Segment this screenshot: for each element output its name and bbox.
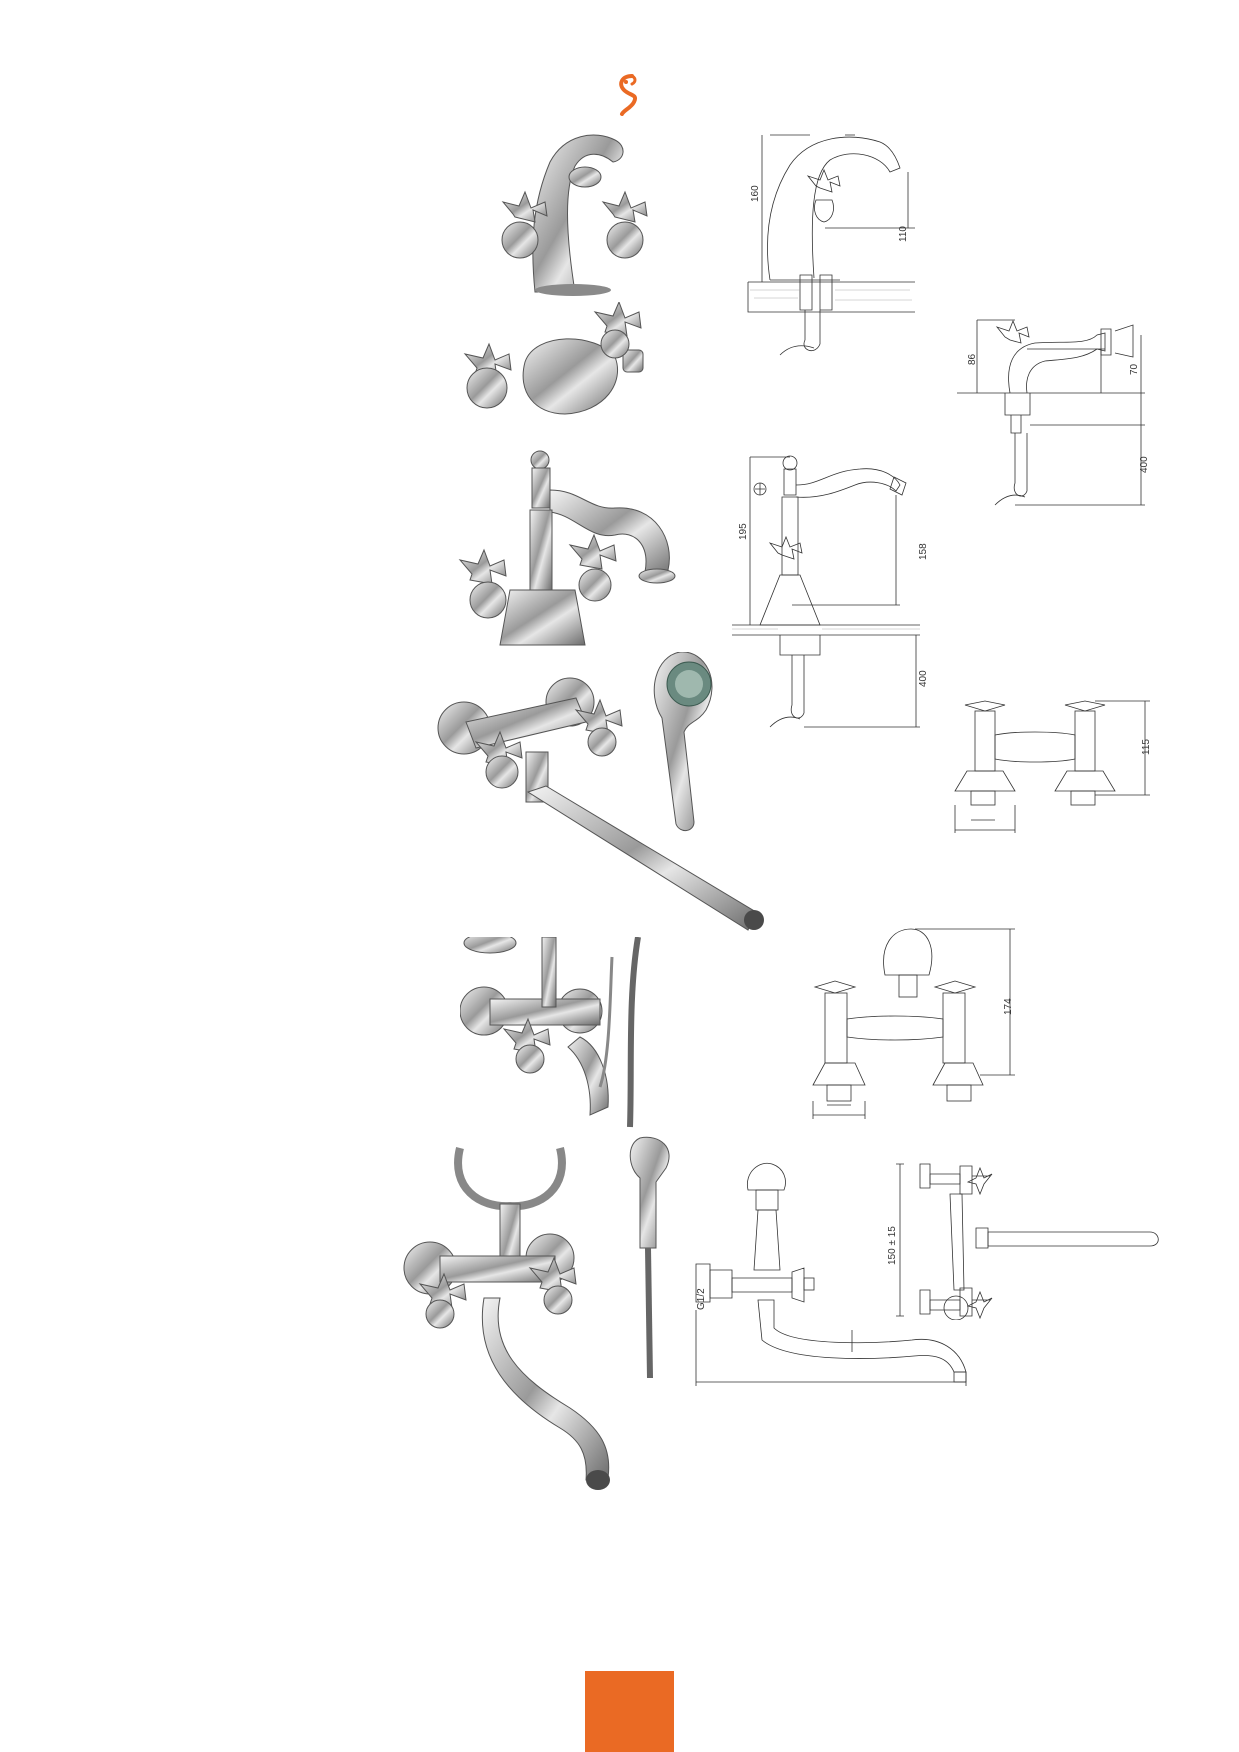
dimension-label: 150 ± 15 [887,1226,898,1265]
dimension-label: G1/2 [696,1288,707,1310]
technical-drawing-bidet-mixer: 86 70 400 [955,315,1155,515]
page-marker-block [585,1671,674,1752]
dimension-label: 110 [898,226,909,242]
dimension-label: 400 [918,670,929,687]
product-photo-basin-mixer [475,122,670,297]
product-photo-retro-mixer [450,450,685,655]
dimension-label: 115 [1141,739,1152,755]
dimension-label: 160 [750,185,761,202]
swirl-logo-icon [619,74,637,116]
technical-drawing-wall-mixer-front: 150 ± 15 [880,1160,1165,1320]
product-photo-wall-mixer-long-spout [436,652,766,934]
dimension-label: 195 [738,523,749,540]
dimension-label: 158 [918,543,929,560]
technical-drawing-wall-mixer-side: G1/2 [692,1160,972,1390]
dimension-label: 174 [1003,998,1014,1015]
product-photo-bidet-mixer [455,302,665,424]
dimension-label: 70 [1129,363,1140,375]
technical-drawing-retro-mixer: 195 158 400 [730,455,930,737]
technical-drawing-bath-deck-mixer: 115 [945,695,1160,840]
technical-drawing-basin-mixer: 160 110 [740,130,920,370]
dimension-label: 400 [1139,456,1150,473]
product-photo-wall-mixer-bidet-spray [400,1128,680,1493]
brand-logo [612,72,646,116]
dimension-label: 86 [967,353,978,365]
product-photo-bath-wall-mixer [460,937,650,1129]
technical-drawing-deck-mixer: 174 [805,925,1025,1125]
